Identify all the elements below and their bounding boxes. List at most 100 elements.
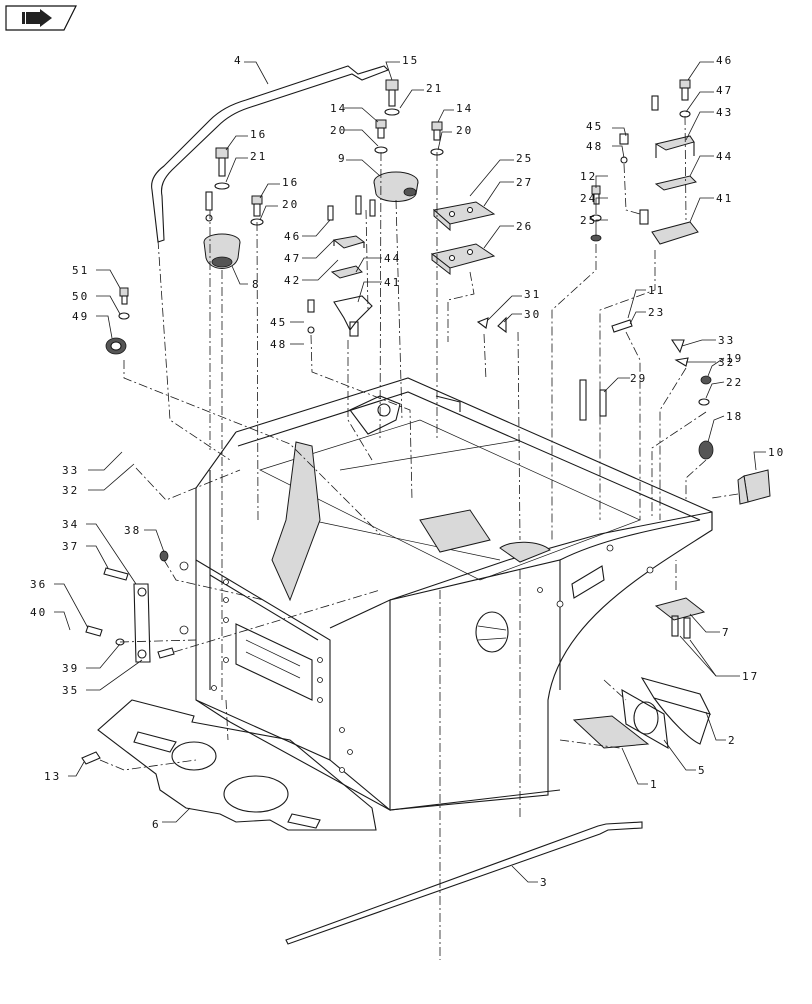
callout-16: 16 xyxy=(250,128,267,141)
leader-lines xyxy=(54,61,766,883)
callout-1: 1 xyxy=(650,778,659,791)
callout-14: 14 xyxy=(456,102,473,115)
callout-11: 11 xyxy=(648,284,665,297)
callout-24: 24 xyxy=(580,192,597,205)
callout-47: 47 xyxy=(716,84,733,97)
cap-18 xyxy=(698,440,714,460)
plate-27 xyxy=(430,243,496,276)
link-34 xyxy=(133,583,151,663)
callout-6: 6 xyxy=(152,818,161,831)
bolt-15 xyxy=(250,195,264,226)
callout-39: 39 xyxy=(62,662,79,675)
callout-19: 19 xyxy=(726,352,743,365)
part-4-rod xyxy=(151,65,389,243)
callout-21: 21 xyxy=(426,82,443,95)
callout-28: 27 xyxy=(516,176,533,189)
bracket-44-left xyxy=(330,235,373,337)
callout-9: 9 xyxy=(338,152,347,165)
callout-3: 3 xyxy=(540,876,549,889)
small-bolts-centre xyxy=(307,195,376,334)
callout-32: 32 xyxy=(62,484,79,497)
bolt-16-centre xyxy=(384,79,400,116)
callout-43: 43 xyxy=(716,106,733,119)
plate-7 xyxy=(654,597,706,639)
callout-48: 48 xyxy=(270,338,287,351)
callout-33: 33 xyxy=(718,334,735,347)
callout-15: 16 xyxy=(282,176,299,189)
callout-16: 15 xyxy=(402,54,419,67)
callout-32: 32 xyxy=(718,356,735,369)
clamp-49 xyxy=(105,287,130,355)
callout-40: 40 xyxy=(30,606,47,619)
callout-50: 50 xyxy=(72,290,89,303)
callout-41: 41 xyxy=(384,276,401,289)
callout-20: 20 xyxy=(282,198,299,211)
callout-8: 8 xyxy=(252,278,261,291)
callout-44: 44 xyxy=(716,150,733,163)
callout-20: 20 xyxy=(330,124,347,137)
callout-4: 4 xyxy=(234,54,243,67)
callout-38: 38 xyxy=(124,524,141,537)
callout-33: 33 xyxy=(62,464,79,477)
callout-42: 42 xyxy=(284,274,301,287)
callout-51: 51 xyxy=(72,264,89,277)
callout-25: 25 xyxy=(580,214,597,227)
callout-12: 12 xyxy=(580,170,597,183)
callout-7: 7 xyxy=(722,626,731,639)
weight-plate-5 xyxy=(621,688,669,750)
callout-45: 45 xyxy=(586,120,603,133)
bolts-14 xyxy=(374,119,444,156)
callout-26: 25 xyxy=(516,152,533,165)
bolts-left xyxy=(205,191,213,222)
assembly-lines xyxy=(99,115,739,960)
callout-35: 35 xyxy=(62,684,79,697)
callout-21: 21 xyxy=(250,150,267,163)
clip-33-right xyxy=(670,339,689,367)
bolt-29 xyxy=(579,379,607,421)
part-3-rod xyxy=(285,821,643,945)
bumper-10 xyxy=(737,469,771,505)
nuts-19-22 xyxy=(698,375,712,406)
bolts-37-36-39 xyxy=(85,550,175,659)
callout-34: 34 xyxy=(62,518,79,531)
callout-48: 48 xyxy=(586,140,603,153)
callout-36: 36 xyxy=(30,578,47,591)
callout-10: 10 xyxy=(768,446,785,459)
callout-44: 44 xyxy=(384,252,401,265)
plate-28 xyxy=(432,201,496,232)
callout-labels: 4 15 21 14 14 20 20 16 21 9 16 20 25 27 … xyxy=(30,54,785,889)
callout-45: 45 xyxy=(270,316,287,329)
callout-27: 26 xyxy=(516,220,533,233)
callout-20: 20 xyxy=(456,124,473,137)
callout-14: 14 xyxy=(330,102,347,115)
floor-plate-6 xyxy=(97,699,377,831)
isolator-mount-9 xyxy=(373,171,419,202)
callout-29: 29 xyxy=(630,372,647,385)
callout-17: 17 xyxy=(742,670,759,683)
callout-30: 30 xyxy=(524,308,541,321)
frame-holes xyxy=(179,544,654,773)
callout-49: 49 xyxy=(72,310,89,323)
callout-23: 23 xyxy=(648,306,665,319)
isolator-mount-8 xyxy=(203,233,241,269)
callout-31: 31 xyxy=(524,288,541,301)
back-arrow-icon[interactable] xyxy=(5,5,77,31)
weight-plate-2 xyxy=(640,677,712,745)
main-frame xyxy=(179,377,713,812)
clips-31-30 xyxy=(476,316,507,334)
callout-41: 41 xyxy=(716,192,733,205)
callout-46: 46 xyxy=(284,230,301,243)
callout-22: 22 xyxy=(726,376,743,389)
bolt-13 xyxy=(81,751,101,765)
screw-11 xyxy=(611,319,633,333)
callout-47: 47 xyxy=(284,252,301,265)
callout-37: 37 xyxy=(62,540,79,553)
callout-18: 18 xyxy=(726,410,743,423)
bolt-16-left xyxy=(214,147,230,190)
callout-2: 2 xyxy=(728,734,737,747)
callout-5: 5 xyxy=(698,764,707,777)
callout-13: 13 xyxy=(44,770,61,783)
plate-1 xyxy=(572,715,650,749)
